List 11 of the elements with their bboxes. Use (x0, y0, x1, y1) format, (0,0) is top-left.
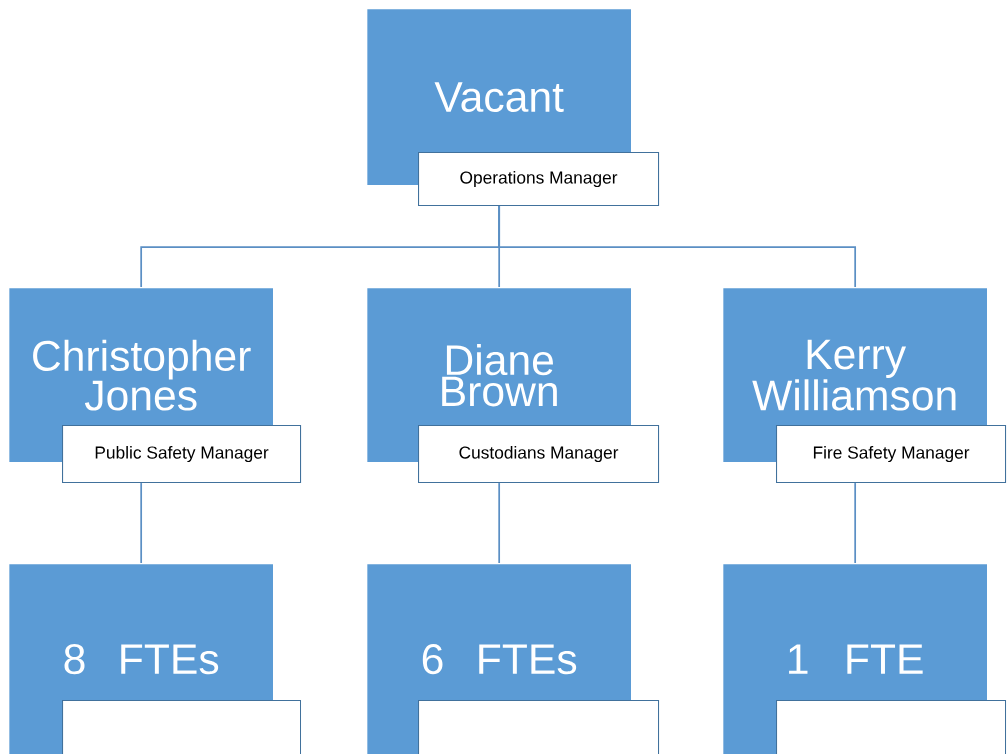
connector-line (498, 482, 501, 564)
connector-line (854, 482, 857, 564)
title-label: Fire Safety Manager (776, 425, 1007, 484)
team-box: 8 FTEs (8, 563, 302, 754)
title-label: Custodians Manager (418, 425, 660, 484)
team-box: 1 FTE (722, 563, 1007, 754)
team-box: 6 FTEs (366, 563, 660, 754)
connector-line (498, 205, 857, 288)
title-label: Operations Manager (418, 152, 660, 207)
connector-line (140, 482, 143, 564)
title-label: Public Safety Manager (62, 425, 302, 484)
